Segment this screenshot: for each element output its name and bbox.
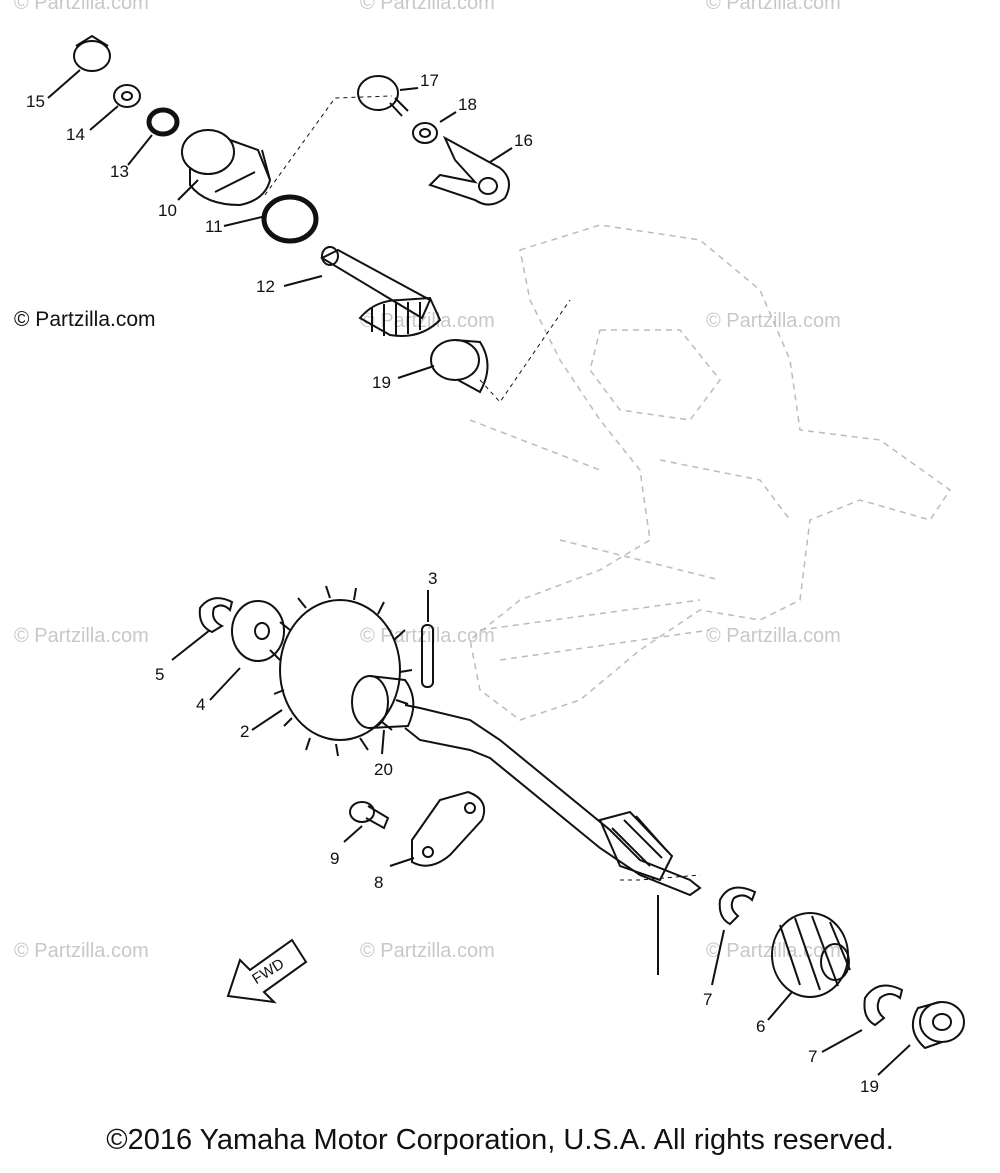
label-part-11: 11 (205, 217, 223, 236)
label-part-18: 18 (458, 95, 477, 114)
part-labels: 15 14 13 10 11 12 19 17 18 16 3 5 4 2 20… (26, 71, 879, 1096)
part-14-washer (113, 84, 141, 108)
engine-case-outline (469, 224, 952, 721)
label-part-14: 14 (66, 125, 85, 144)
watermark: © Partzilla.com (360, 940, 495, 962)
part-10-housing (181, 129, 272, 207)
part-8-bracket (411, 790, 486, 867)
footer-copyright: ©2016 Yamaha Motor Corporation, U.S.A. A… (106, 1124, 894, 1156)
watermark: © Partzilla.com (14, 0, 149, 14)
part-9-bolt (349, 801, 390, 830)
watermark: © Partzilla.com (706, 625, 841, 647)
part-19-bushing-top (430, 339, 489, 394)
label-part-9: 9 (330, 849, 339, 868)
label-part-20: 20 (374, 760, 393, 779)
label-part-19-bottom: 19 (860, 1077, 879, 1096)
part-5-circlip (198, 597, 234, 634)
fwd-arrow-icon: FWD (226, 938, 308, 1004)
watermark: © Partzilla.com (706, 310, 841, 332)
part-11-o-ring (261, 194, 319, 244)
label-part-19-top: 19 (372, 373, 391, 392)
copyright-tag: © Partzilla.com (14, 308, 156, 331)
label-part-6: 6 (756, 1017, 765, 1036)
part-4-washer (231, 600, 285, 662)
part-13-o-ring (146, 107, 180, 137)
part-7-circlip-a (718, 886, 757, 926)
watermark: © Partzilla.com (706, 940, 841, 962)
label-part-17: 17 (420, 71, 439, 90)
part-2-gear (269, 585, 413, 757)
part-16-plate (428, 135, 510, 206)
part-12-gear-shaft (319, 246, 442, 337)
alignment-lines (264, 95, 701, 881)
watermark: © Partzilla.com (14, 625, 149, 647)
label-part-5: 5 (155, 665, 164, 684)
label-part-10: 10 (158, 201, 177, 220)
label-part-3: 3 (428, 569, 437, 588)
watermark: © Partzilla.com (360, 625, 495, 647)
part-18-washer (412, 122, 438, 144)
label-part-13: 13 (110, 162, 129, 181)
label-part-7-b: 7 (808, 1047, 817, 1066)
label-part-12: 12 (256, 277, 275, 296)
part-1-shaft (404, 704, 702, 897)
label-part-2: 2 (240, 722, 249, 741)
watermark: © Partzilla.com (14, 940, 149, 962)
label-part-15: 15 (26, 92, 45, 111)
watermark: © Partzilla.com (360, 310, 495, 332)
watermark: © Partzilla.com (706, 0, 841, 14)
part-3-pin (421, 624, 434, 688)
part-6-helical-gear (771, 912, 851, 998)
leader-lines (47, 69, 911, 1076)
label-part-16: 16 (514, 131, 533, 150)
label-part-7-a: 7 (703, 990, 712, 1009)
part-15-cap (73, 34, 111, 72)
part-20-collar (351, 675, 415, 729)
part-7-circlip-b (863, 984, 904, 1027)
label-part-8: 8 (374, 873, 383, 892)
label-part-4: 4 (196, 695, 205, 714)
part-17-bolt (357, 75, 409, 117)
watermark: © Partzilla.com (360, 0, 495, 14)
part-19-bushing-bottom (911, 1001, 965, 1050)
